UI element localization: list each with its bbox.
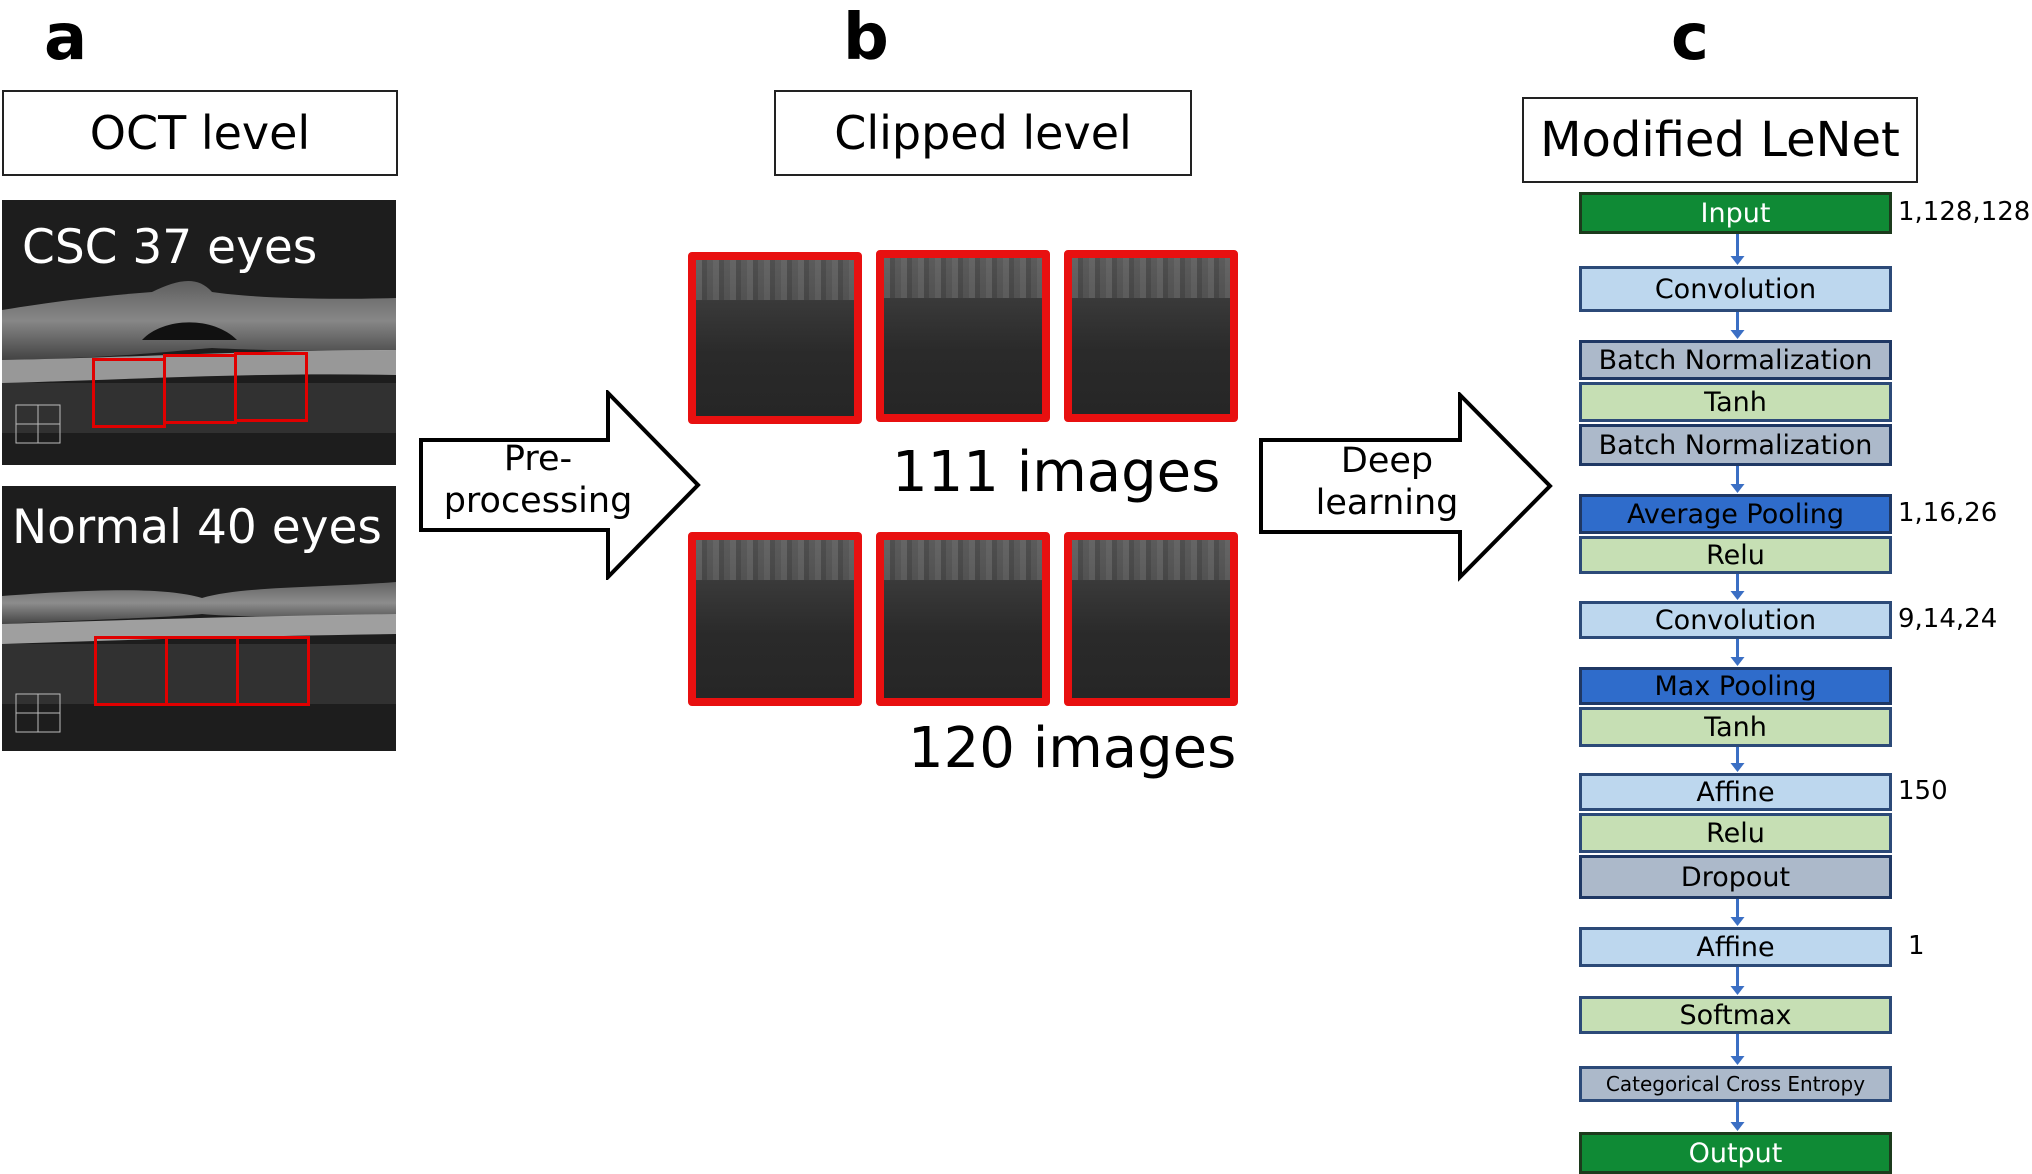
clipped-image [876,532,1050,706]
connector-arrowhead [1730,657,1745,666]
layer-dropout: Dropout [1579,855,1892,899]
layer-batch-normalization: Batch Normalization [1579,424,1892,466]
connector-arrowhead [1730,1056,1745,1065]
csc-eyes-label: CSC 37 eyes [22,220,318,275]
clipped-image [688,252,862,424]
preprocessing-line-2: processing [443,481,633,521]
layer-average-pooling: Average Pooling [1579,494,1892,534]
panel-letter-a: a [44,1,88,75]
deep-learning-arrow [1259,392,1553,582]
clipped-image [1064,532,1238,706]
deep-learning-line-2: learning [1315,483,1459,523]
normal-image-count: 120 images [908,716,1237,781]
roi-box [236,636,310,706]
oct-image-normal: Normal 40 eyes [2,486,396,751]
deep-learning-label: Deep learning [1258,440,1516,524]
preprocessing-line-1: Pre- [503,439,573,479]
layer-dimension-label: 150 [1898,776,1948,806]
layer-dimension-label: 9,14,24 [1898,604,1998,634]
clipped-level-title: Clipped level [774,90,1192,176]
modified-lenet-title: Modified LeNet [1522,97,1918,183]
layer-convolution: Convolution [1579,601,1892,639]
roi-box [234,352,308,422]
layer-relu: Relu [1579,536,1892,574]
preprocessing-arrow [419,390,701,580]
layer-dimension-label: 1,128,128 [1898,197,2031,227]
layer-max-pooling: Max Pooling [1579,667,1892,705]
panel-letter-c: c [1671,1,1709,75]
layer-tanh: Tanh [1579,707,1892,747]
connector-arrowhead [1730,330,1745,339]
layer-affine: Affine [1579,773,1892,811]
layer-output: Output [1579,1132,1892,1174]
clipped-image [1064,250,1238,422]
connector-arrowhead [1730,917,1745,926]
csc-image-count: 111 images [892,440,1221,505]
layer-batch-normalization: Batch Normalization [1579,340,1892,380]
layer-softmax: Softmax [1579,996,1892,1034]
connector-arrowhead [1730,591,1745,600]
oct-level-title: OCT level [2,90,398,176]
layer-dimension-label: 1 [1908,931,1925,961]
clipped-image [876,250,1050,422]
normal-eyes-label: Normal 40 eyes [12,500,382,555]
layer-convolution: Convolution [1579,266,1892,312]
oct-scan-normal-graphic [2,582,396,733]
layer-relu: Relu [1579,813,1892,853]
preprocessing-label: Pre- processing [418,438,658,522]
deep-learning-line-1: Deep [1340,441,1434,481]
connector-arrowhead [1730,256,1745,265]
layer-categorical-cross-entropy: Categorical Cross Entropy [1579,1066,1892,1102]
clipped-image [688,532,862,706]
connector-arrowhead [1730,986,1745,995]
layer-input: Input [1579,192,1892,234]
panel-letter-b: b [843,1,889,75]
layer-tanh: Tanh [1579,382,1892,422]
connector-arrowhead [1730,1122,1745,1131]
connector-arrowhead [1730,763,1745,772]
connector-arrowhead [1730,484,1745,493]
layer-affine: Affine [1579,927,1892,967]
layer-dimension-label: 1,16,26 [1898,498,1998,528]
oct-image-csc: CSC 37 eyes [2,200,396,465]
